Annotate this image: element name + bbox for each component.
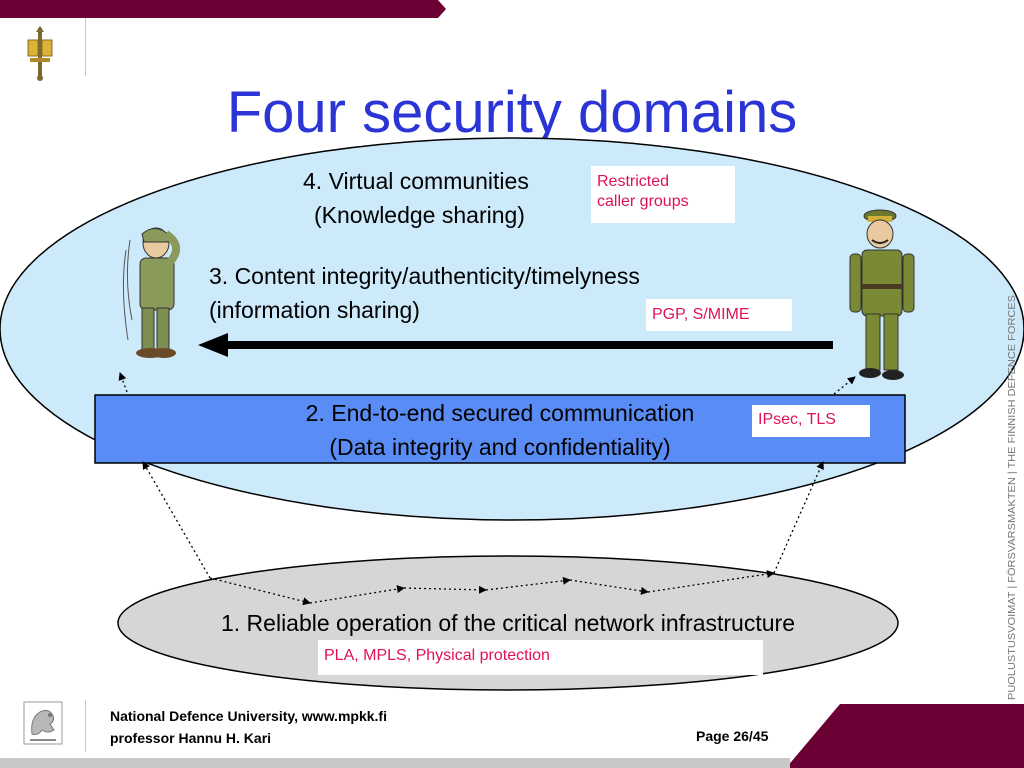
header-divider xyxy=(85,18,86,76)
domain2-title: 2. End-to-end secured communication xyxy=(305,400,695,426)
footer-corner-decoration xyxy=(786,704,1024,768)
sword-emblem-icon xyxy=(27,26,53,81)
domain3-tag: PGP, S/MIME xyxy=(646,299,792,331)
domain4-subtitle: (Knowledge sharing) xyxy=(314,202,525,228)
domain2-subtitle: (Data integrity and confidentiality) xyxy=(329,434,671,460)
domain2-tag: IPsec, TLS xyxy=(752,405,870,437)
network-links xyxy=(118,372,856,606)
top-banner xyxy=(0,0,446,18)
domain1-tag: PLA, MPLS, Physical protection xyxy=(318,640,763,675)
bottom-banner xyxy=(0,758,790,768)
page-number: Page 26/45 xyxy=(696,728,769,744)
domain4-tag: Restricted caller groups xyxy=(591,166,735,223)
officer-icon xyxy=(849,209,915,380)
footer-author: professor Hannu H. Kari xyxy=(110,730,272,746)
sidebar-brand-text: PUOLUSTUSVOIMAT | FÖRSVARSMAKTEN | THE F… xyxy=(1006,295,1018,700)
footer-institution: National Defence University, www.mpkk.fi xyxy=(110,708,387,724)
domain4-title: 4. Virtual communities xyxy=(303,168,529,194)
sidebar-brand: PUOLUSTUSVOIMAT | FÖRSVARSMAKTEN | THE F… xyxy=(1006,295,1018,700)
domain1-title: 1. Reliable operation of the critical ne… xyxy=(220,610,795,636)
footer-divider xyxy=(85,700,86,752)
slide-title: Four security domains xyxy=(226,80,798,145)
domain4-tag-line1: Restricted xyxy=(597,173,670,190)
lion-crest-icon xyxy=(23,701,63,745)
domain3-title: 3. Content integrity/authenticity/timely… xyxy=(209,263,640,289)
domain4-tag-line2: caller groups xyxy=(597,193,689,210)
domain3-subtitle: (information sharing) xyxy=(209,297,420,323)
saluting-soldier-icon xyxy=(122,227,180,358)
arrow-left-icon xyxy=(198,333,833,357)
